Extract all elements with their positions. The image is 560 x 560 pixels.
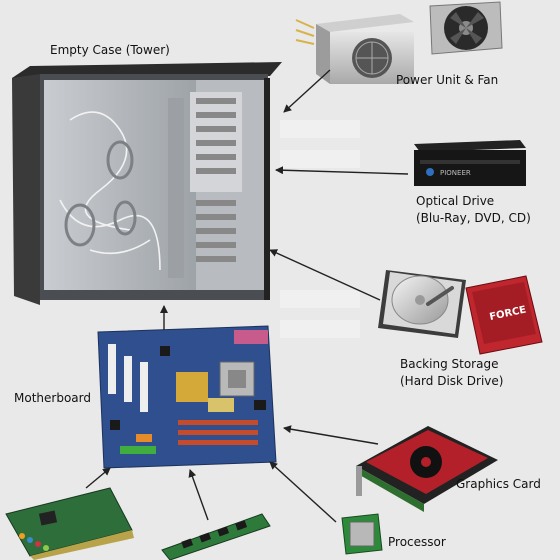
arrow-power-to-case bbox=[283, 69, 331, 113]
arrow-soundcard-to-motherboard bbox=[85, 467, 111, 489]
arrow-processor-to-motherboard bbox=[269, 461, 337, 523]
label-motherboard: Motherboard bbox=[14, 391, 91, 405]
arrow-ram-to-motherboard bbox=[188, 469, 209, 521]
graphics-card-icon bbox=[356, 426, 498, 512]
case-fan-icon bbox=[429, 1, 503, 55]
label-optical-drive-line1: Optical Drive bbox=[416, 194, 495, 208]
optical-drive-brand: PIONEER bbox=[440, 169, 471, 177]
processor-icon bbox=[341, 513, 383, 555]
label-backing-storage-line1: Backing Storage bbox=[400, 357, 499, 371]
arrow-graphics-to-motherboard bbox=[283, 425, 379, 445]
label-optical-drive-line2: (Blu-Ray, DVD, CD) bbox=[416, 211, 531, 225]
background-stripes bbox=[280, 120, 360, 338]
label-processor: Processor bbox=[388, 535, 446, 549]
label-backing-storage-line2: (Hard Disk Drive) bbox=[400, 374, 504, 388]
ssd-icon: FORCE bbox=[465, 275, 543, 355]
arrow-optical-to-case bbox=[275, 166, 409, 175]
hard-disk-icon bbox=[378, 270, 466, 338]
motherboard-icon bbox=[97, 325, 277, 469]
connector-arrows bbox=[85, 69, 409, 523]
sound-card-icon bbox=[5, 487, 134, 560]
ram-stick-icon bbox=[161, 513, 271, 560]
optical-drive-icon: PIONEER bbox=[414, 140, 526, 186]
arrow-storage-to-case bbox=[269, 249, 381, 301]
label-graphics-card: Graphics Card bbox=[456, 477, 541, 491]
tower-case-icon bbox=[12, 62, 282, 305]
label-optical-drive: Optical Drive (Blu-Ray, DVD, CD) bbox=[416, 193, 531, 227]
label-empty-case: Empty Case (Tower) bbox=[50, 43, 170, 57]
power-supply-icon bbox=[295, 14, 414, 84]
label-power-unit: Power Unit & Fan bbox=[396, 73, 499, 87]
label-backing-storage: Backing Storage (Hard Disk Drive) bbox=[400, 356, 503, 390]
